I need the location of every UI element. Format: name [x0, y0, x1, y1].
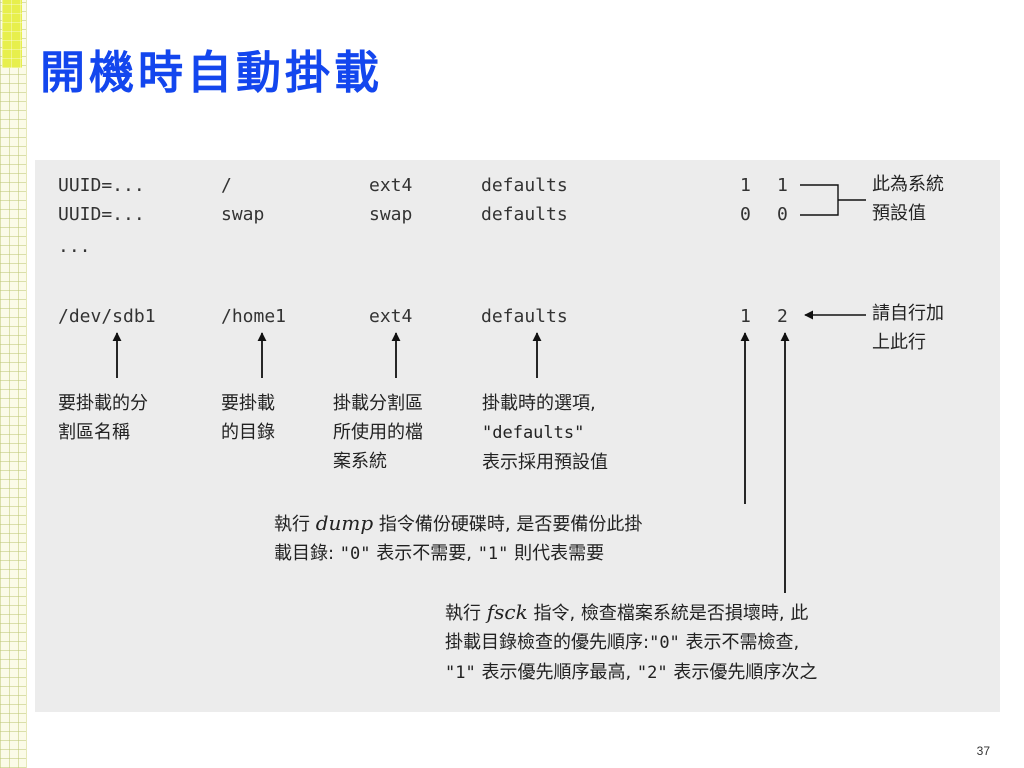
note-system-default: 此為系統 預設值: [872, 174, 944, 224]
side-grid-strip: [0, 0, 27, 768]
note-fsck: 執行 fsck 指令, 檢查檔案系統是否損壞時, 此 掛載目錄檢查的優先順序:"…: [445, 600, 818, 683]
row4-dump: 1: [740, 306, 751, 327]
row2-dump: 0: [740, 204, 751, 225]
row2-device: UUID=...: [58, 204, 145, 225]
row4-device: /dev/sdb1: [58, 306, 156, 327]
note-filesystem: 掛載分割區 所使用的檔 案系統: [333, 393, 423, 472]
note-options: 掛載時的選項, "defaults" 表示採用預設值: [482, 393, 608, 473]
row4-mount: /home1: [221, 306, 287, 327]
row1-fs: ext4: [369, 175, 413, 196]
page-number: 37: [976, 744, 990, 758]
row1-pass: 1: [777, 175, 788, 196]
note-device: 要掛載的分 割區名稱: [58, 393, 148, 443]
accent-block: [2, 0, 22, 68]
row1-device: UUID=...: [58, 175, 145, 196]
row4-fs: ext4: [369, 306, 413, 327]
row4-pass: 2: [777, 306, 788, 327]
note-mount-point: 要掛載 的目錄: [221, 393, 275, 443]
row2-mount: swap: [221, 204, 265, 225]
note-dump: 執行 dump 指令備份硬碟時, 是否要備份此掛 載目錄: "0" 表示不需要,…: [274, 511, 643, 564]
bracket-connector: [800, 184, 866, 216]
row4-options: defaults: [481, 306, 568, 327]
row1-mount: /: [221, 175, 232, 196]
row2-fs: swap: [369, 204, 413, 225]
row3-ellipsis: ...: [58, 236, 91, 257]
slide-title: 開機時自動掛載: [40, 46, 384, 99]
row2-pass: 0: [777, 204, 788, 225]
row1-dump: 1: [740, 175, 751, 196]
row2-options: defaults: [481, 204, 568, 225]
row1-options: defaults: [481, 175, 568, 196]
note-add-line: 請自行加 上此行: [872, 303, 944, 353]
diagram-panel: [35, 160, 1000, 712]
